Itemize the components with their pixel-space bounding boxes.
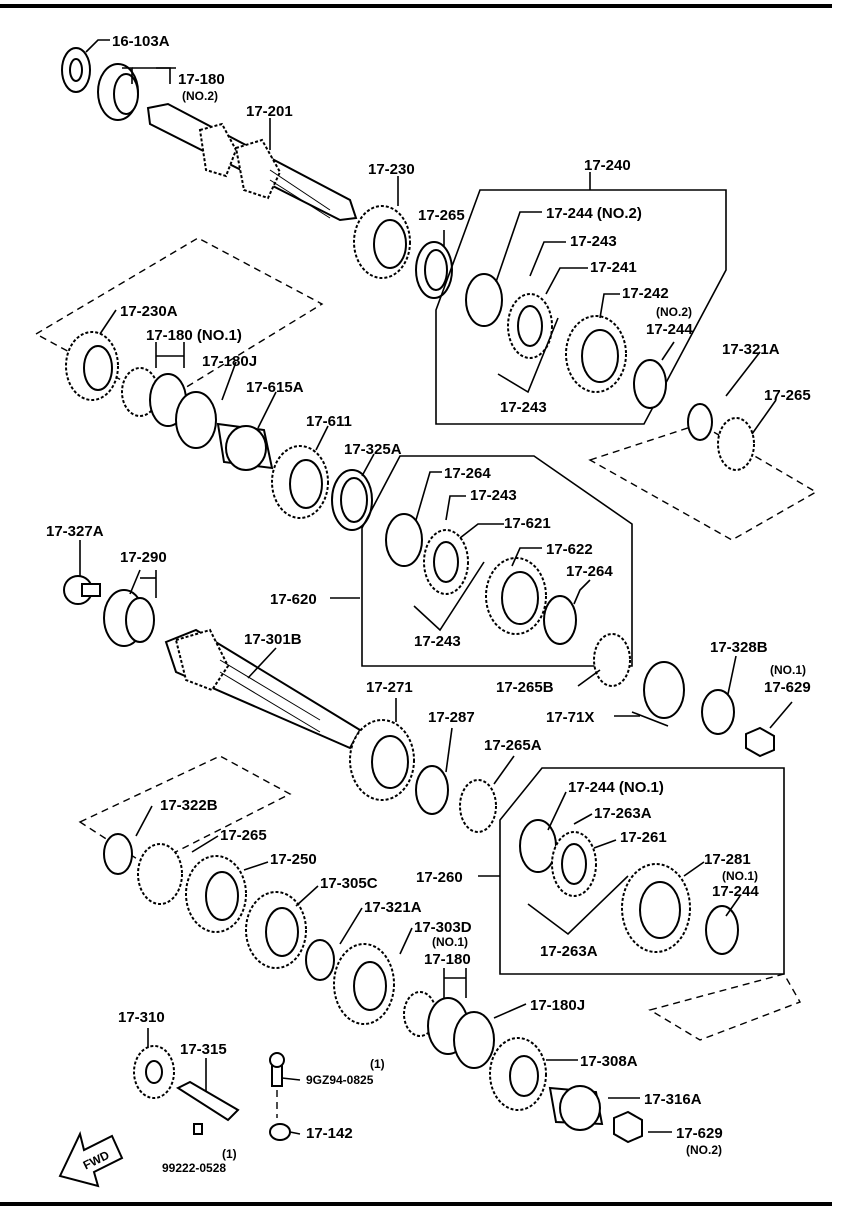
label-17-240: 17-240 (584, 157, 631, 174)
label-17-321A-a: 17-321A (722, 341, 780, 358)
label-17-328B: 17-328B (710, 639, 768, 656)
label-17-244-b-note: (NO.2) (656, 305, 692, 319)
label-17-622: 17-622 (546, 541, 593, 558)
label-17-301B: 17-301B (244, 631, 302, 648)
label-17-244-c: 17-244 (712, 883, 759, 900)
label-17-316A: 17-316A (644, 1091, 702, 1108)
synchronizer-17-260-group (499, 767, 802, 1041)
synchronizer-17-620-group (361, 455, 633, 667)
label-17-629-a: 17-629 (764, 679, 811, 696)
label-17-71X: 17-71X (546, 709, 594, 726)
label-17-244-no1: 17-244 (NO.1) (568, 779, 664, 796)
synchronizer-17-240-group (435, 189, 727, 425)
leader-lines (79, 39, 793, 1135)
label-17-244-c-note: (NO.1) (722, 869, 758, 883)
label-17-180-top: 17-180 (178, 71, 225, 88)
label-17-281: 17-281 (704, 851, 751, 868)
label-17-243-c: 17-243 (470, 487, 517, 504)
label-17-180J-a: 17-180J (202, 353, 257, 370)
label-17-250: 17-250 (270, 851, 317, 868)
bottom-border (0, 1202, 832, 1206)
label-17-180-c-note: (NO.1) (432, 935, 468, 949)
upper-shaft-group (61, 47, 453, 299)
label-17-243-d: 17-243 (414, 633, 461, 650)
label-17-265A: 17-265A (484, 737, 542, 754)
label-17-265-b: 17-265 (764, 387, 811, 404)
label-17-629-b-note: (NO.2) (686, 1143, 722, 1157)
label-17-629-b: 17-629 (676, 1125, 723, 1142)
label-17-263A-a: 17-263A (594, 805, 652, 822)
reverse-idler-group (133, 1045, 291, 1141)
label-17-305C: 17-305C (320, 875, 378, 892)
part-labels: 16-103A 17-180 (NO.2) 17-201 17-230 17-2… (46, 33, 811, 1175)
label-17-201: 17-201 (246, 103, 293, 120)
label-17-261: 17-261 (620, 829, 667, 846)
label-17-263A-b: 17-263A (540, 943, 598, 960)
label-99222-0528: 99222-0528 (162, 1161, 226, 1175)
label-17-265-a: 17-265 (418, 207, 465, 224)
label-17-620: 17-620 (270, 591, 317, 608)
label-17-271: 17-271 (366, 679, 413, 696)
label-17-621: 17-621 (504, 515, 551, 532)
label-17-264-b: 17-264 (566, 563, 613, 580)
label-9GZ94-0825: 9GZ94-0825 (306, 1073, 374, 1087)
fwd-arrow-icon: FWD (58, 1131, 124, 1188)
label-17-142: 17-142 (306, 1125, 353, 1142)
right-ring-group (588, 403, 818, 541)
label-17-611: 17-611 (306, 413, 352, 430)
lower-gear-group (78, 755, 643, 1144)
label-16-103A: 16-103A (112, 33, 170, 50)
label-17-615A: 17-615A (246, 379, 304, 396)
label-17-321A-b: 17-321A (364, 899, 422, 916)
label-17-241: 17-241 (590, 259, 637, 276)
label-17-244-b: 17-244 (646, 321, 693, 338)
label-17-327A: 17-327A (46, 523, 104, 540)
label-17-230A: 17-230A (120, 303, 178, 320)
label-17-230: 17-230 (368, 161, 415, 178)
label-17-322B: 17-322B (160, 797, 218, 814)
label-17-243-a: 17-243 (570, 233, 617, 250)
label-17-264-a: 17-264 (444, 465, 491, 482)
label-17-290: 17-290 (120, 549, 167, 566)
label-17-260: 17-260 (416, 869, 463, 886)
label-17-265B: 17-265B (496, 679, 554, 696)
label-17-243-b: 17-243 (500, 399, 547, 416)
label-17-308A: 17-308A (580, 1053, 638, 1070)
label-17-180-c: 17-180 (424, 951, 471, 968)
label-17-315: 17-315 (180, 1041, 227, 1058)
label-17-303D: 17-303D (414, 919, 472, 936)
top-border (0, 4, 832, 8)
label-99222-qty: (1) (222, 1147, 237, 1161)
label-17-325A: 17-325A (344, 441, 402, 458)
label-17-287: 17-287 (428, 709, 475, 726)
label-17-310: 17-310 (118, 1009, 165, 1026)
label-9GZ94-qty: (1) (370, 1057, 385, 1071)
label-17-180-no1: 17-180 (NO.1) (146, 327, 242, 344)
label-17-629-a-note: (NO.1) (770, 663, 806, 677)
label-17-244-no2: 17-244 (NO.2) (546, 205, 642, 222)
label-17-180-top-note: (NO.2) (182, 89, 218, 103)
label-17-242: 17-242 (622, 285, 669, 302)
secondary-shaft-group (63, 575, 775, 833)
counter-gear-group (34, 237, 373, 531)
label-17-180J-b: 17-180J (530, 997, 585, 1014)
label-17-265-c: 17-265 (220, 827, 267, 844)
